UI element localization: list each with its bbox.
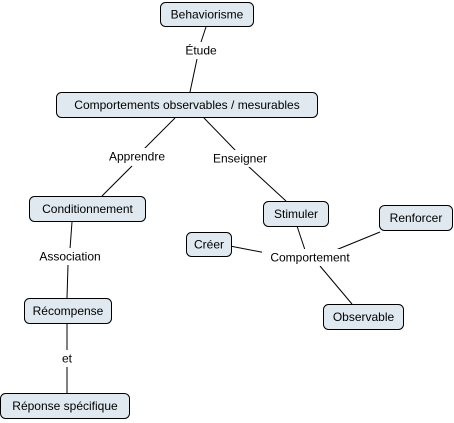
edge-comportements-apprendre <box>142 117 176 151</box>
edge-etude-comportements <box>189 58 198 93</box>
node-renforcer-label: Renforcer <box>390 211 443 225</box>
edge-creer-comportement <box>229 245 267 254</box>
link-et-label: et <box>62 352 73 366</box>
edge-behaviorisme-etude <box>200 26 207 43</box>
edge-enseigner-stimuler <box>247 165 287 202</box>
node-comportements-label: Comportements observables / mesurables <box>74 98 299 112</box>
node-recompense[interactable]: Récompense <box>24 298 112 324</box>
node-creer[interactable]: Créer <box>186 232 232 257</box>
link-comportement: Comportement <box>262 249 358 266</box>
node-observable-label: Observable <box>333 310 395 324</box>
node-behaviorisme-label: Behaviorisme <box>171 8 244 22</box>
node-creer-label: Créer <box>194 238 224 252</box>
link-enseigner-label: Enseigner <box>213 152 267 166</box>
link-association: Association <box>33 248 107 265</box>
node-conditionnement-label: Conditionnement <box>42 202 133 216</box>
edge-apprendre-conditionnement <box>101 165 133 197</box>
node-comportements[interactable]: Comportements observables / mesurables <box>56 92 318 118</box>
edge-conditionnement-association <box>69 221 73 250</box>
edge-stimuler-comportement <box>296 225 306 251</box>
link-apprendre-label: Apprendre <box>109 150 165 164</box>
connector-lines <box>66 26 381 393</box>
edge-association-recompense <box>66 264 69 299</box>
node-behaviorisme[interactable]: Behaviorisme <box>160 2 254 27</box>
link-comportement-label: Comportement <box>270 251 350 265</box>
link-etude-label: Étude <box>185 43 217 58</box>
node-recompense-label: Récompense <box>33 304 104 318</box>
node-renforcer[interactable]: Renforcer <box>379 205 453 231</box>
link-apprendre: Apprendre <box>104 148 170 165</box>
link-association-label: Association <box>39 250 100 264</box>
node-conditionnement[interactable]: Conditionnement <box>29 196 146 222</box>
link-et: et <box>57 350 77 367</box>
node-observable[interactable]: Observable <box>323 304 404 330</box>
node-reponse[interactable]: Réponse spécifique <box>0 393 130 419</box>
edge-comportement-renforcer <box>330 231 381 253</box>
edge-comportements-enseigner <box>203 117 237 152</box>
edge-comportement-observable <box>319 265 353 305</box>
node-stimuler-label: Stimuler <box>274 207 318 221</box>
link-etude: Étude <box>181 42 221 59</box>
node-reponse-label: Réponse spécifique <box>12 399 118 413</box>
node-stimuler[interactable]: Stimuler <box>263 201 329 227</box>
linking-phrases: Étude Apprendre Enseigner Association et… <box>33 42 358 367</box>
link-enseigner: Enseigner <box>208 150 272 167</box>
